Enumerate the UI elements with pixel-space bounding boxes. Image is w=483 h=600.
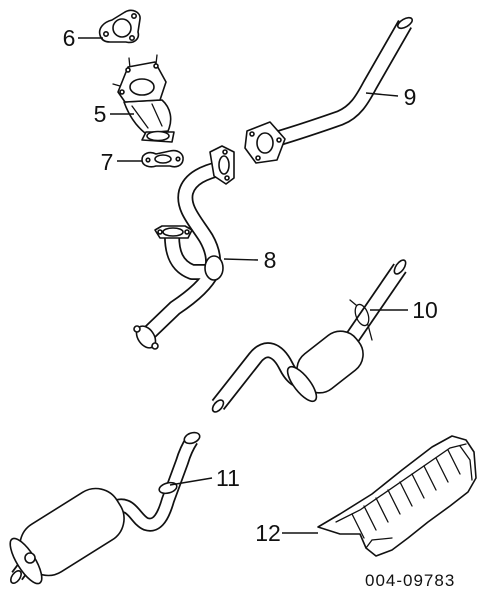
callout-7: 7 xyxy=(101,149,114,175)
part-7-gasket xyxy=(141,149,184,168)
part-6-gasket xyxy=(98,9,141,44)
callout-6: 6 xyxy=(63,25,76,51)
part-9-pipe xyxy=(244,16,414,164)
callout-5: 5 xyxy=(94,101,107,127)
part-8-y-pipe xyxy=(133,145,235,350)
callout-9: 9 xyxy=(404,84,417,110)
leader-11 xyxy=(169,477,213,486)
callout-12: 12 xyxy=(255,520,281,546)
leader-8 xyxy=(223,258,259,261)
part-10-muffler-assembly xyxy=(211,259,407,413)
part-12-heat-shield xyxy=(317,435,477,557)
part-5-catalytic-converter xyxy=(112,54,175,143)
figure-id: 004-09783 xyxy=(365,571,455,590)
callout-11: 11 xyxy=(216,465,240,491)
part-11-rear-muffler xyxy=(9,431,201,585)
leader-9 xyxy=(365,92,399,97)
callout-8: 8 xyxy=(264,247,277,273)
callout-10: 10 xyxy=(412,297,438,323)
